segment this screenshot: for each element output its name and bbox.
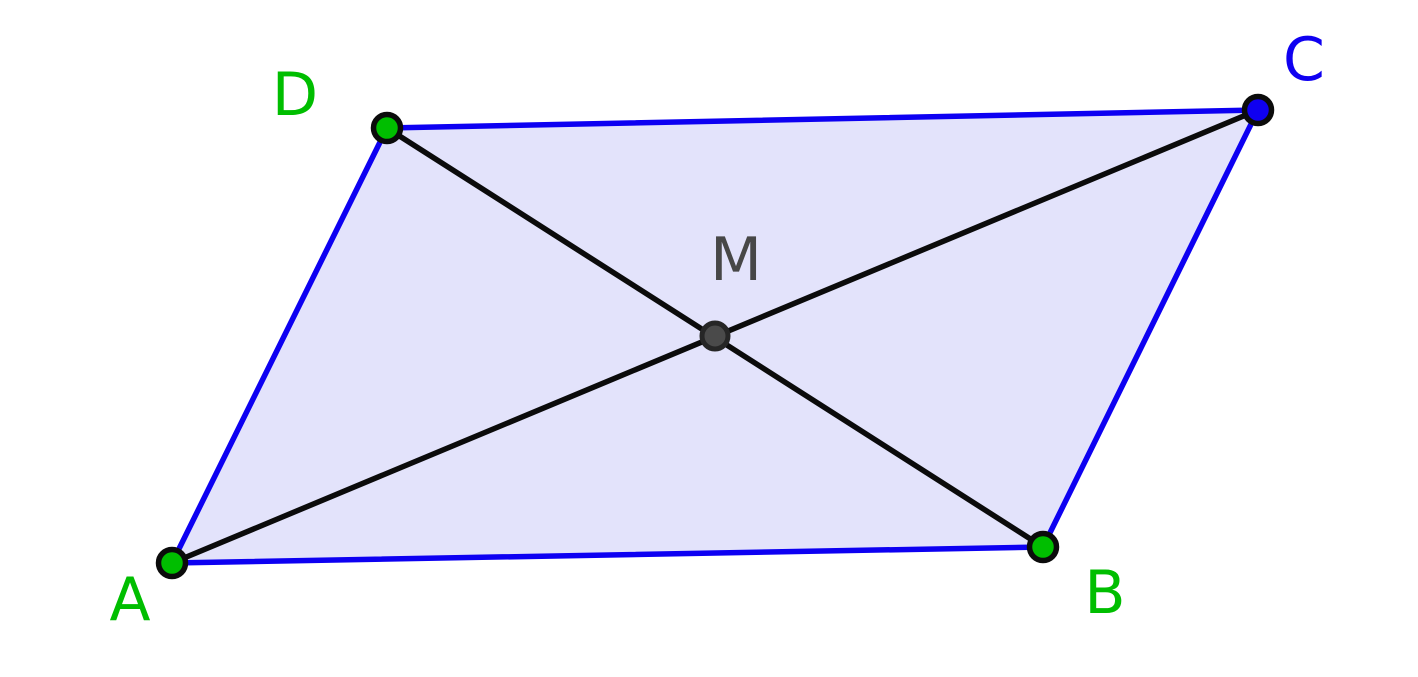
point-D[interactable]	[370, 111, 404, 145]
point-label-M: M	[710, 225, 762, 295]
point-B[interactable]	[1026, 530, 1060, 564]
point-label-D: D	[272, 60, 318, 130]
point-C[interactable]	[1241, 93, 1275, 127]
point-M[interactable]	[699, 320, 731, 352]
point-label-B: B	[1084, 558, 1125, 628]
point-label-A: A	[109, 565, 150, 635]
point-label-C: C	[1283, 25, 1325, 95]
point-A[interactable]	[155, 546, 189, 580]
